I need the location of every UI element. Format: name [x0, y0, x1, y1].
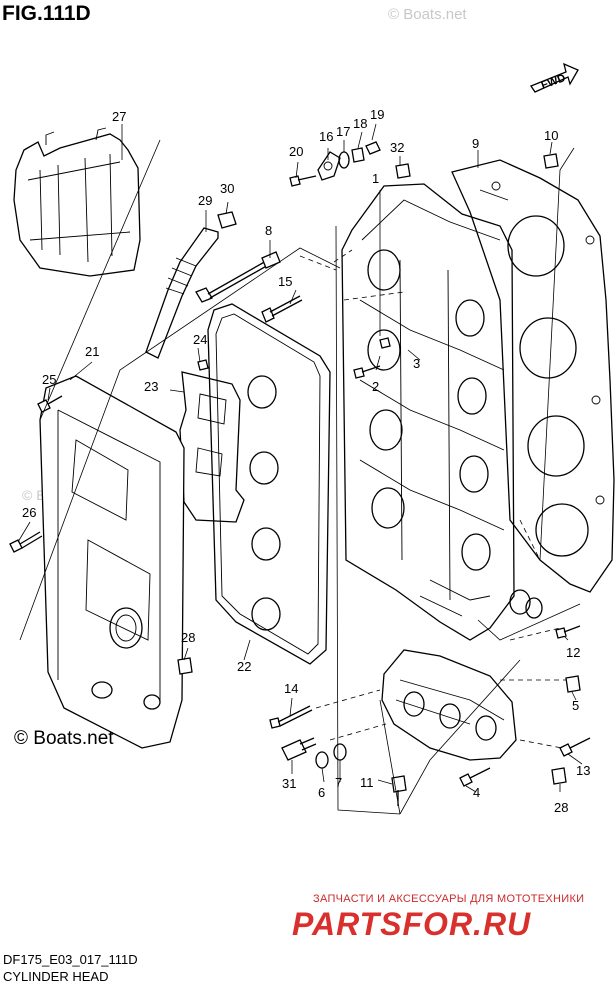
dowel-10[interactable]: [543, 153, 559, 169]
o-ring-17[interactable]: [338, 151, 350, 169]
callout-4: 4: [473, 785, 480, 800]
watermark-top: © Boats.net: [388, 6, 467, 23]
dealer-tagline: ЗАПЧАСТИ И АКСЕССУАРЫ ДЛЯ МОТОТЕХНИКИ: [313, 893, 585, 905]
nut-28-right[interactable]: [551, 767, 567, 785]
cylinder-head-cover-21[interactable]: [39, 375, 185, 749]
nut-28-left[interactable]: [177, 657, 193, 675]
dealer-logo: PARTSFOR.RU: [292, 906, 532, 942]
washer-6[interactable]: [315, 751, 329, 769]
cover-panel-27[interactable]: [13, 127, 141, 277]
watermark-bottom: © Boats.net: [14, 728, 114, 749]
callout-6: 6: [318, 785, 325, 800]
callout-9: 9: [472, 136, 479, 151]
bolt-13[interactable]: [559, 737, 591, 757]
callout-20: 20: [289, 144, 303, 159]
cover-gasket-22[interactable]: [207, 303, 331, 665]
callout-14: 14: [284, 681, 298, 696]
leader-lines: [17, 123, 583, 815]
callout-1: 1: [372, 171, 379, 186]
callout-26: 26: [22, 505, 36, 520]
o-ring-7[interactable]: [333, 743, 347, 761]
plug-5[interactable]: [565, 675, 581, 693]
callout-7: 7: [335, 775, 342, 790]
callout-21: 21: [85, 344, 99, 359]
fwd-arrow-icon: FWD: [530, 62, 579, 93]
bolt-15[interactable]: [261, 295, 303, 323]
callout-28-right: 28: [554, 800, 568, 815]
hose-clamp-30: [217, 211, 237, 229]
callout-24: 24: [193, 332, 207, 347]
callout-2: 2: [372, 379, 379, 394]
callout-25: 25: [42, 372, 56, 387]
callout-18: 18: [353, 116, 367, 131]
bolt-20[interactable]: [289, 175, 317, 187]
callout-17: 17: [336, 124, 350, 139]
bolt-8[interactable]: [195, 251, 281, 303]
callout-13: 13: [576, 763, 590, 778]
temp-sensor-31[interactable]: [281, 737, 317, 761]
callout-30: 30: [220, 181, 234, 196]
section-name: CYLINDER HEAD: [3, 969, 109, 984]
plug-32[interactable]: [395, 163, 411, 179]
cap-18[interactable]: [351, 147, 365, 163]
callout-19: 19: [370, 107, 384, 122]
callout-10: 10: [544, 128, 558, 143]
callout-31: 31: [282, 776, 296, 791]
breather-hose-29[interactable]: [145, 211, 237, 359]
callout-15: 15: [278, 274, 292, 289]
callout-22: 22: [237, 659, 251, 674]
bolt-3[interactable]: [379, 337, 391, 349]
callout-5: 5: [572, 698, 579, 713]
lower-housing[interactable]: [381, 649, 517, 761]
callout-12: 12: [566, 645, 580, 660]
sensor-16[interactable]: [317, 151, 341, 181]
callout-8: 8: [265, 223, 272, 238]
bolt-14[interactable]: [269, 705, 313, 729]
callout-23: 23: [144, 379, 158, 394]
cylinder-head-1[interactable]: [341, 183, 543, 641]
bolt-12[interactable]: [555, 625, 581, 639]
bolt-26[interactable]: [9, 531, 43, 553]
callout-28-left: 28: [181, 630, 195, 645]
callout-27: 27: [112, 109, 126, 124]
screw-24[interactable]: [197, 359, 209, 371]
model-code: DF175_E03_017_111D: [3, 952, 138, 967]
callout-11: 11: [360, 775, 374, 790]
callout-16: 16: [319, 129, 333, 144]
figure-title: FIG.111D: [2, 2, 91, 25]
bolt-4[interactable]: [459, 767, 491, 787]
callout-32: 32: [390, 140, 404, 155]
callout-3: 3: [413, 356, 420, 371]
fwd-label: FWD: [540, 72, 568, 92]
bolt-19[interactable]: [365, 141, 381, 155]
callout-numbers: 27 20 16 17 18 19 32 9 10 1 30 29 8 15 2…: [22, 107, 590, 815]
callout-29: 29: [198, 193, 212, 208]
